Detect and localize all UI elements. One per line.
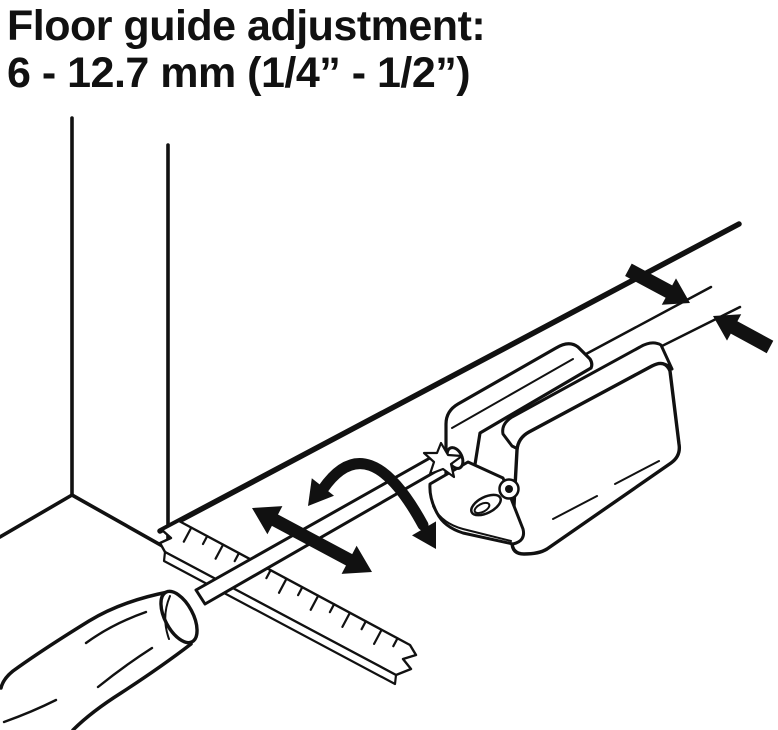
- door-clamp-arrow-down-icon: [625, 263, 690, 305]
- lateral-adjustment-arrow-icon: [252, 506, 372, 574]
- figure-title-line2: 6 - 12.7 mm (1/4” - 1/2”): [7, 49, 471, 97]
- floor-guide-body: [428, 341, 682, 556]
- screwdriver-ferrule: [159, 589, 199, 645]
- floor-edge-left: [0, 493, 74, 539]
- base-plate-edge-line: [432, 505, 512, 542]
- screwdriver-handle-top-outline: [0, 590, 170, 690]
- guide-inner-wall-top-line: [451, 358, 574, 429]
- figure-title-line1: Floor guide adjustment:: [7, 2, 486, 50]
- arrows: [252, 263, 774, 574]
- screwdriver-handle-fill: [1, 592, 196, 730]
- ferrule-detail: [164, 595, 171, 640]
- screwdriver-handle-bottom-outline: [71, 642, 193, 730]
- handle-detail-3: [2, 698, 58, 724]
- screwdriver: [0, 441, 464, 730]
- rotation-arrow-arc: [317, 458, 429, 531]
- handle-detail-1: [84, 610, 148, 645]
- guide-inner-wall: [444, 342, 594, 479]
- base-plate-slot: [470, 493, 502, 517]
- handle-detail-2: [96, 646, 154, 689]
- screwdriver-shaft: [194, 452, 449, 606]
- rotation-arrow-head-left-icon: [308, 478, 334, 506]
- outer-wall-accent-2: [552, 495, 598, 520]
- door-clamp-arrow-up-icon: [713, 314, 774, 354]
- rotation-arrow-head-right-icon: [412, 521, 436, 549]
- outer-wall-accent-1: [614, 460, 660, 485]
- phillips-tip: [422, 441, 464, 479]
- base-plate-slot-inner: [473, 501, 491, 515]
- mount-hole-center: [505, 485, 513, 493]
